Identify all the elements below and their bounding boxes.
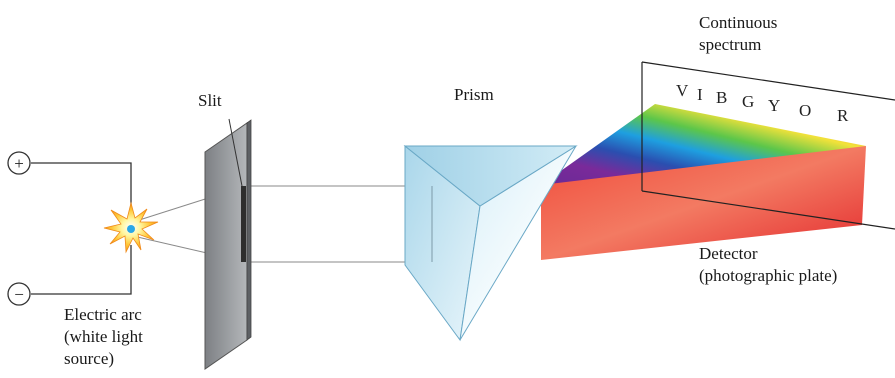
slit-leader-line — [228, 118, 243, 187]
minus-symbol: − — [14, 285, 24, 304]
electric-arc-spark — [103, 201, 159, 254]
spectrum-letter-violet: V — [676, 81, 689, 100]
spectrum-letter-blue: B — [716, 88, 727, 107]
circuit-wires — [31, 162, 132, 295]
prism-label: Prism — [454, 85, 494, 104]
continuous-spectrum-label-line2: spectrum — [699, 35, 762, 54]
spectrum-letter-yellow: Y — [768, 96, 780, 115]
spectrum-letter-indigo: I — [697, 85, 703, 104]
spectrum-letter-group: V I B G Y O R — [676, 81, 849, 125]
plus-symbol: + — [14, 154, 24, 173]
detector-plate — [641, 61, 895, 230]
slit-plate — [204, 119, 252, 370]
spectrum-fan — [541, 104, 866, 260]
positive-wire — [31, 162, 132, 213]
detector-label-line2: (photographic plate) — [699, 266, 838, 285]
slit-label: Slit — [198, 91, 222, 110]
source-label-line1: Electric arc — [64, 305, 142, 324]
negative-terminal — [7, 282, 31, 306]
slit-opening — [241, 186, 246, 262]
detector-label-line1: Detector — [699, 244, 758, 263]
light-beam — [132, 185, 433, 263]
negative-wire — [31, 245, 132, 295]
positive-terminal — [7, 151, 31, 175]
spectrum-letter-red: R — [837, 106, 849, 125]
source-label-line3: source) — [64, 349, 115, 368]
continuous-spectrum-label-line1: Continuous — [699, 13, 778, 32]
source-label-line2: (white light — [64, 327, 143, 346]
spectrum-letter-orange: O — [799, 101, 811, 120]
spectrum-letter-green: G — [742, 92, 754, 111]
prism — [403, 144, 578, 342]
